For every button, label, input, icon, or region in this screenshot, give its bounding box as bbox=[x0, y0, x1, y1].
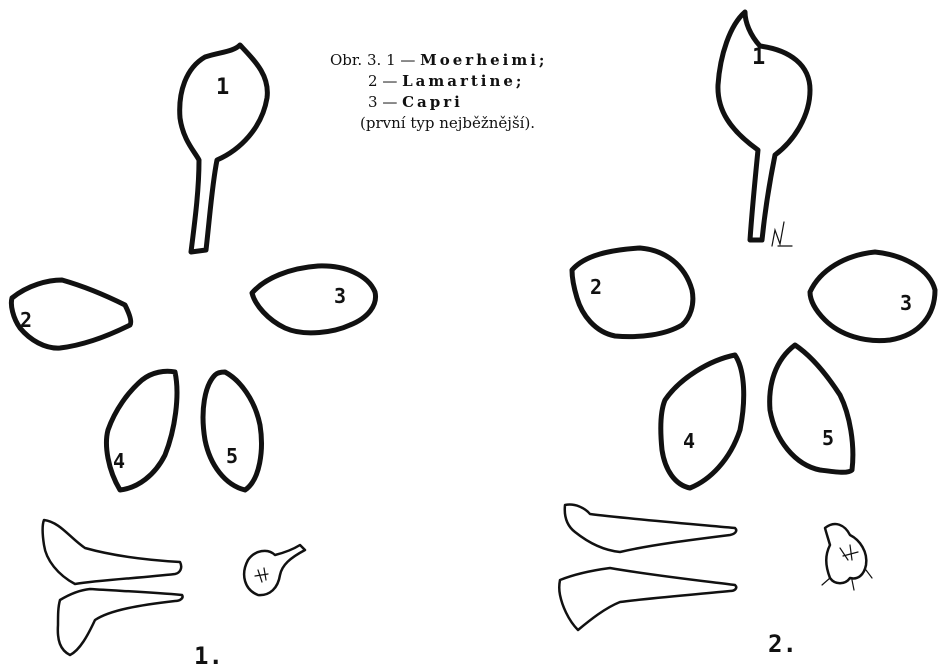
petal-label-1: 1 bbox=[216, 75, 229, 100]
petal-label-4: 4 bbox=[113, 449, 125, 473]
petal-label-1: 1 bbox=[752, 45, 765, 70]
petal-label-3: 3 bbox=[900, 291, 912, 315]
stamen-cluster bbox=[825, 524, 866, 583]
keel-lower bbox=[58, 589, 183, 655]
petal-label-3: 3 bbox=[334, 284, 346, 308]
petal-3 bbox=[810, 252, 935, 341]
figure-label-2: 2. bbox=[768, 630, 797, 658]
keel-upper bbox=[565, 505, 736, 552]
claw-hairs bbox=[772, 222, 792, 246]
stamen-veins bbox=[255, 568, 268, 582]
petal-label-5: 5 bbox=[226, 444, 238, 468]
figure-1: 1 2 3 4 5 1. bbox=[11, 45, 375, 670]
petal-5 bbox=[203, 372, 261, 490]
figure-2: 1 2 3 4 5 2. bbox=[559, 12, 935, 658]
petal-label-2: 2 bbox=[20, 308, 32, 332]
petal-label-2: 2 bbox=[590, 275, 602, 299]
stamen-cluster bbox=[244, 545, 305, 595]
petal-label-5: 5 bbox=[822, 426, 834, 450]
petal-5 bbox=[770, 345, 853, 472]
keel-lower bbox=[559, 568, 736, 630]
figure-label-1: 1. bbox=[194, 642, 223, 670]
keel-upper bbox=[43, 520, 182, 584]
petal-label-4: 4 bbox=[683, 429, 695, 453]
petal-3 bbox=[252, 266, 376, 333]
petal-4 bbox=[661, 355, 744, 488]
